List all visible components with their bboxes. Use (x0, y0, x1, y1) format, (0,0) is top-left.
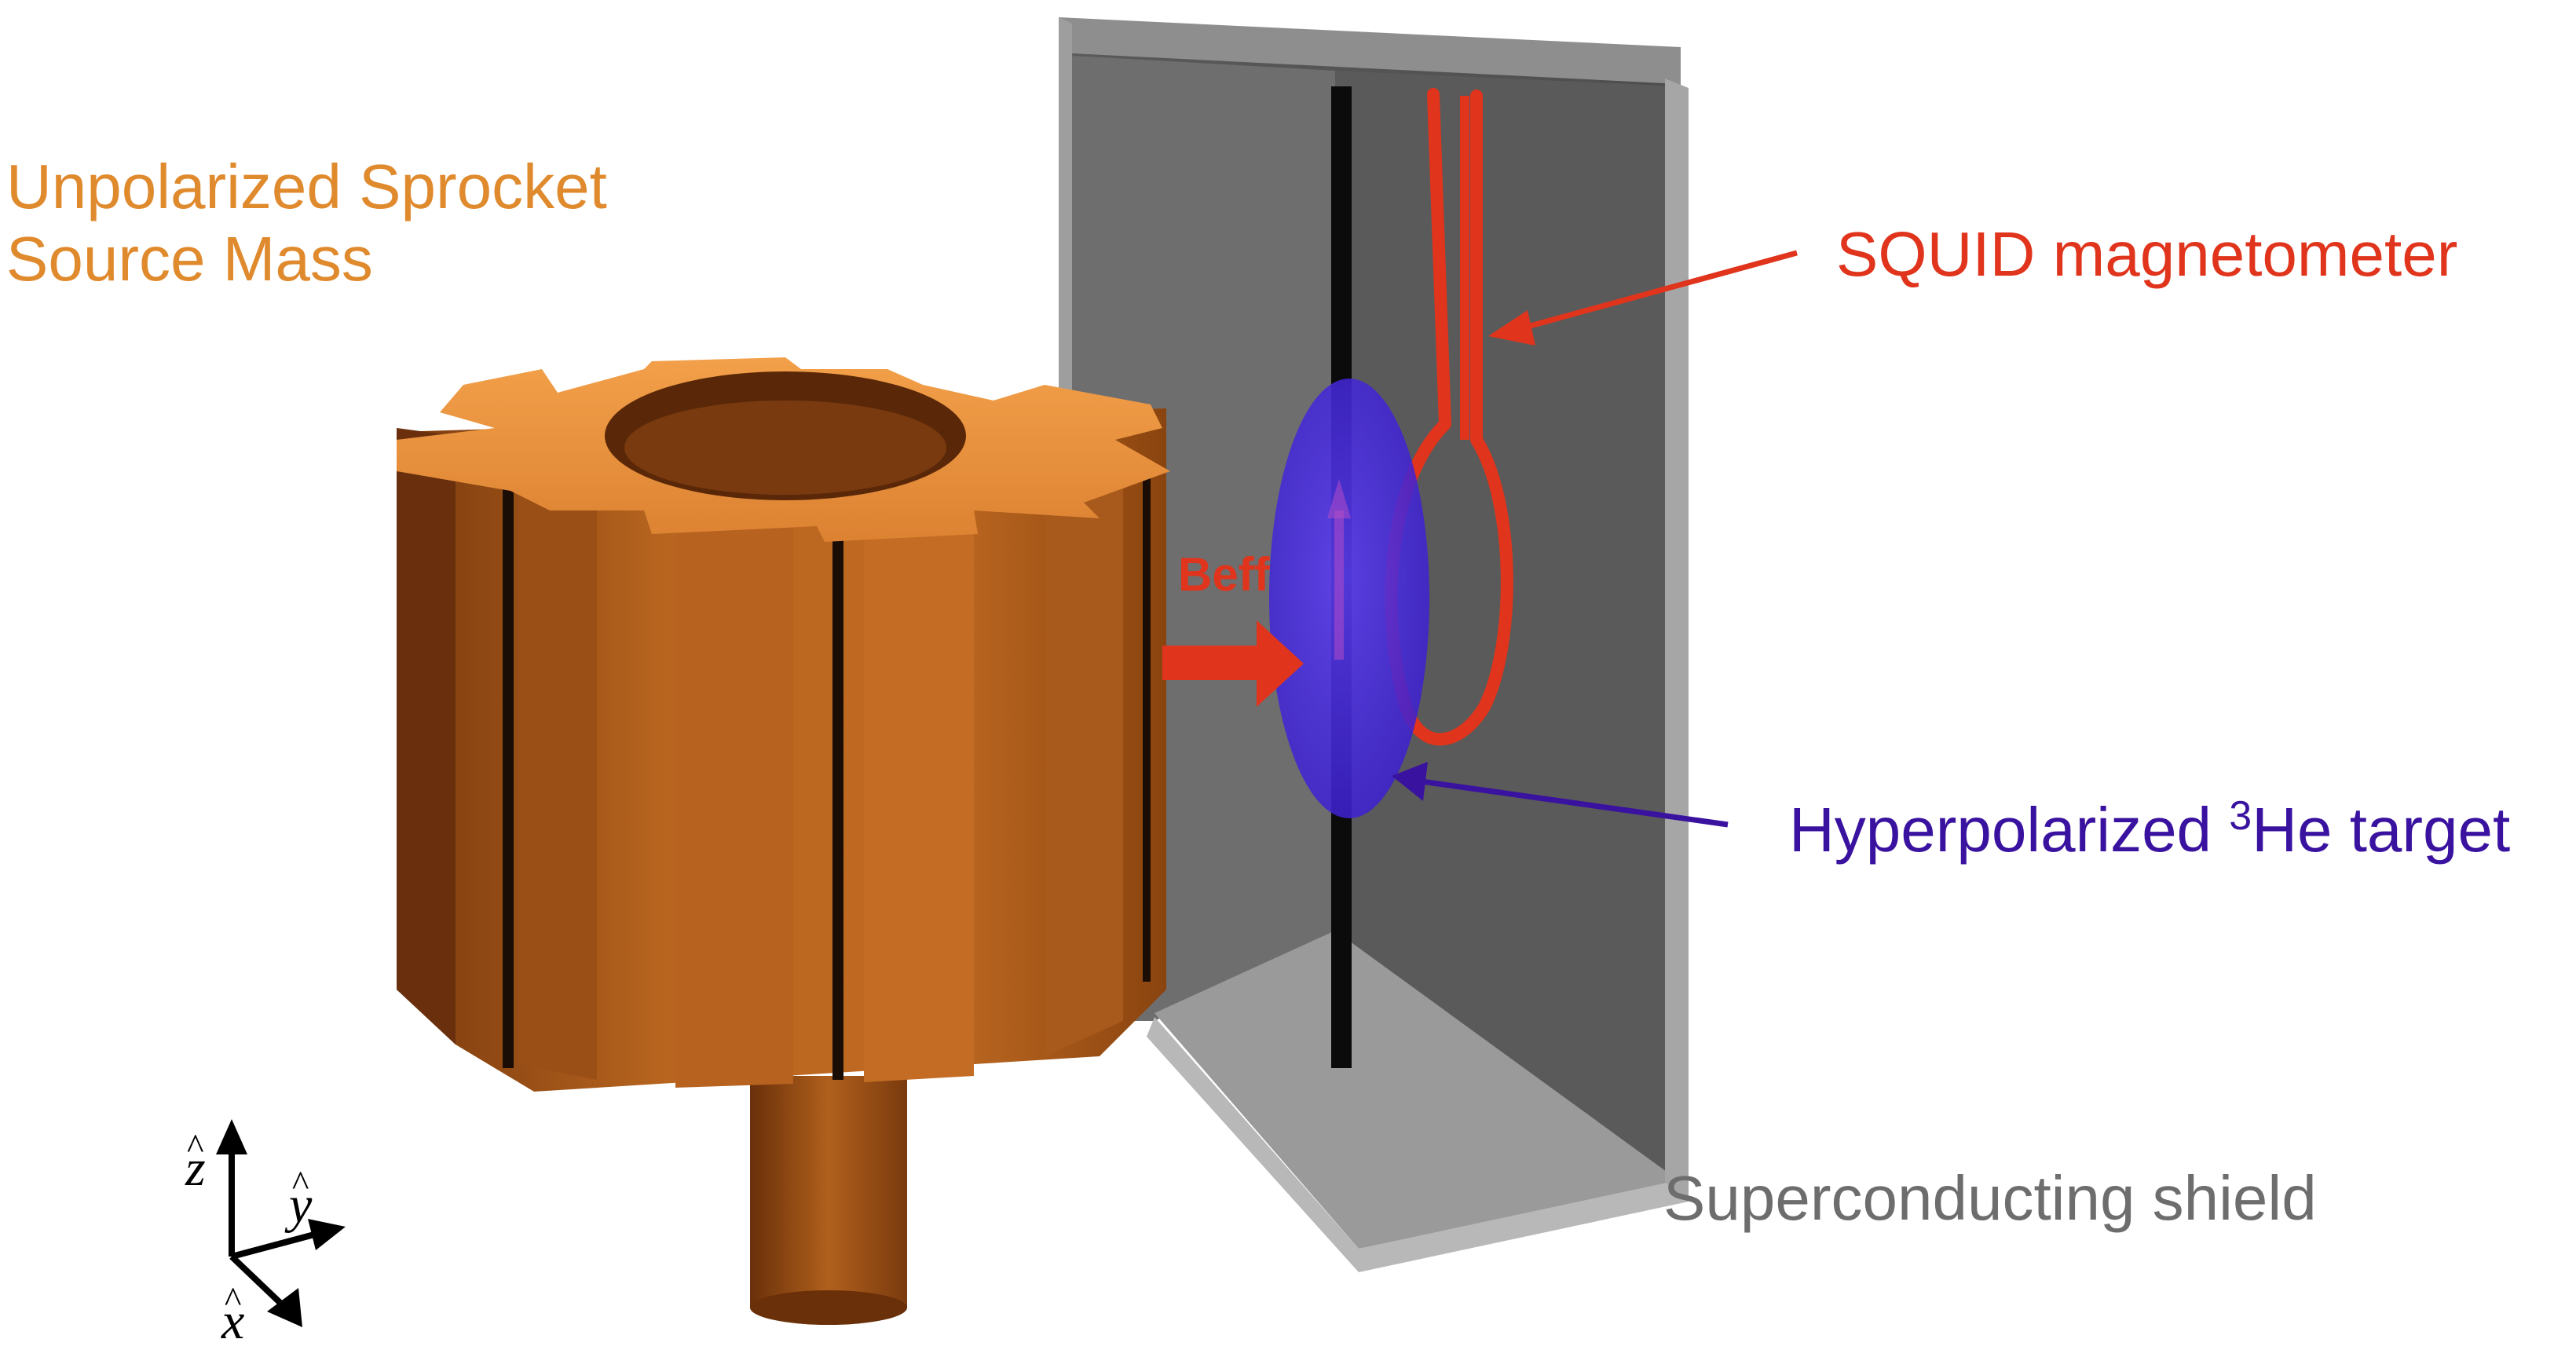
target-pointer (1392, 762, 1729, 828)
target-label-suffix: He target (2252, 795, 2511, 865)
z-axis-letter: z (185, 1140, 206, 1197)
shield-label: Superconducting shield (1663, 1162, 2317, 1235)
squid-label-text: SQUID magnetometer (1836, 219, 2458, 289)
helium-target (1269, 379, 1429, 818)
sprocket-source-mass (397, 357, 1170, 1325)
squid-label: SQUID magnetometer (1836, 218, 2457, 291)
z-axis-hat: ^ (187, 1126, 204, 1166)
source-mass-label: Unpolarized Sprocket Source Mass (6, 151, 607, 295)
x-axis-hat: ^ (224, 1279, 242, 1319)
source-mass-label-line1: Unpolarized Sprocket (6, 152, 607, 221)
source-mass-label-line2: Source Mass (6, 224, 373, 294)
axes-triad (216, 1119, 346, 1327)
x-axis-arrowhead (267, 1288, 302, 1327)
target-label: Hyperpolarized 3He target (1789, 793, 2510, 866)
target-label-superscript: 3 (2229, 793, 2252, 839)
beff-arrow: Beff (1162, 548, 1304, 707)
x-axis-letter: x (221, 1293, 245, 1350)
y-axis-arrowhead (308, 1219, 346, 1250)
beff-label: Beff (1178, 548, 1271, 601)
squid-pointer (1488, 250, 1798, 346)
z-axis-arrowhead (216, 1119, 247, 1154)
y-axis-letter: y (289, 1176, 313, 1234)
x-axis-label: ^ x (221, 1282, 245, 1350)
z-axis-label: ^ z (185, 1129, 206, 1197)
y-axis-hat: ^ (291, 1163, 309, 1203)
shield-label-text: Superconducting shield (1663, 1163, 2317, 1233)
target-label-prefix: Hyperpolarized (1789, 795, 2230, 865)
y-axis-label: ^ y (289, 1165, 312, 1231)
